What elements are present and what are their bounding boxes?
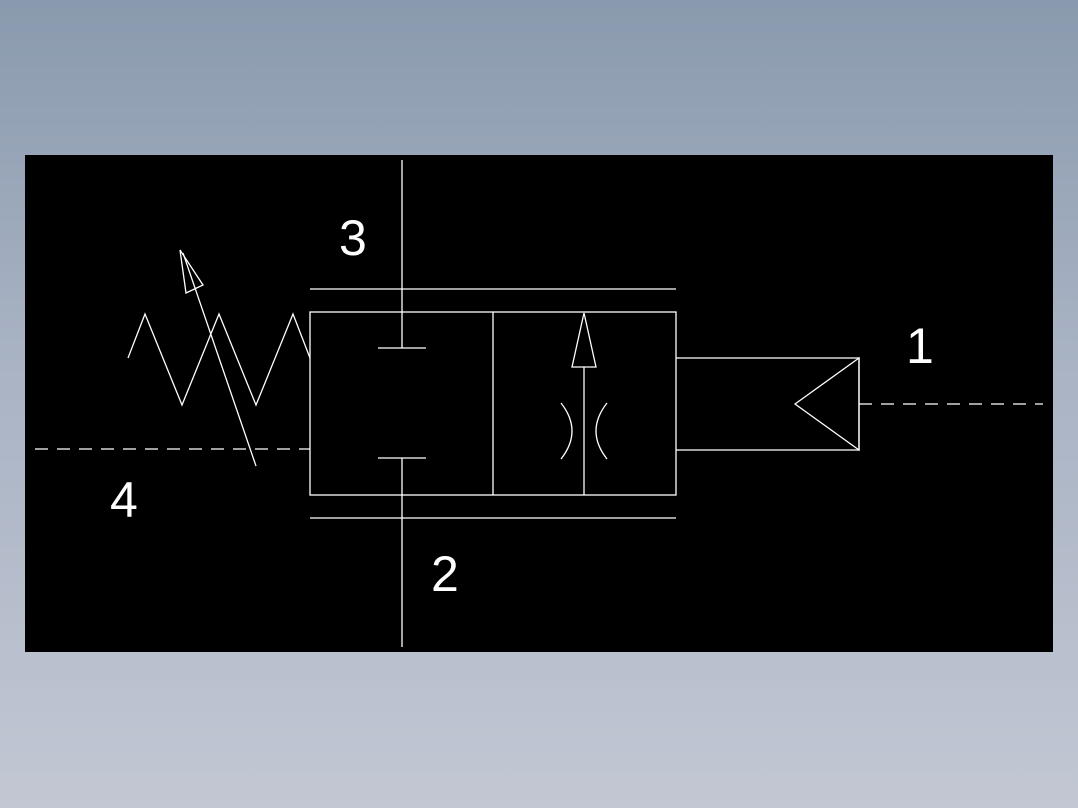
pilot-triangle-icon	[793, 356, 860, 452]
throttle-right-arc	[595, 402, 608, 460]
port-1-label: 1	[906, 318, 934, 374]
pilot-line	[676, 357, 860, 451]
port-3-label: 3	[339, 210, 367, 266]
port-2-label: 2	[431, 546, 459, 602]
flow-arrow-icon	[571, 312, 597, 368]
throttle-left-arc	[560, 402, 573, 460]
drawing-canvas: 3 1 4 2	[25, 155, 1053, 652]
adjustable-arrow-line	[182, 252, 257, 467]
valve-diagram: 3 1 4 2	[35, 160, 1043, 647]
spring-icon	[127, 312, 311, 407]
port-4-label: 4	[110, 472, 138, 528]
adjustable-arrow-head-icon	[179, 249, 204, 294]
